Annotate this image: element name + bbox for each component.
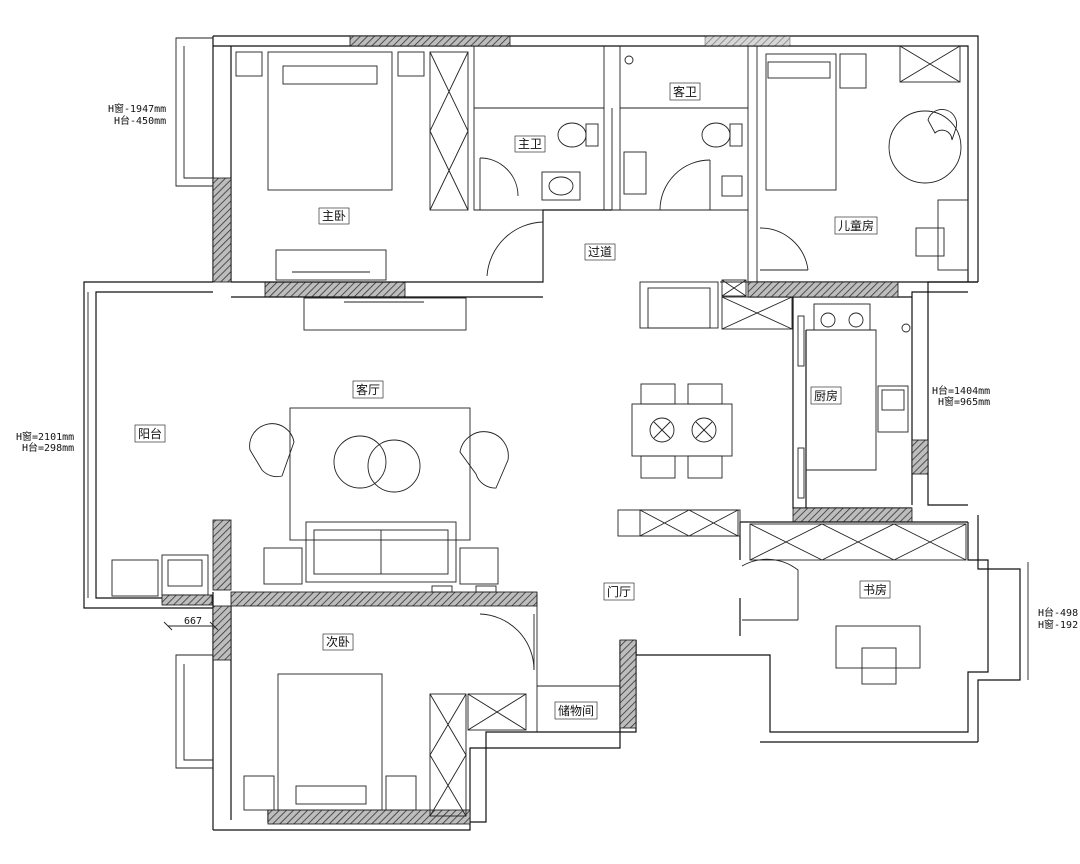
label-master-bath: 主卫 [518, 137, 542, 151]
label-frame [514, 135, 546, 153]
kids-wardrobe [899, 45, 961, 83]
label-storage: 储物间 [558, 703, 594, 718]
note-master-window-2: H台-450mm [114, 114, 166, 127]
note-kitchen-2: H窗=965mm [938, 395, 990, 408]
label-frame [810, 386, 842, 405]
note-balcony-1: H窗=2101mm [16, 430, 74, 443]
furniture [111, 45, 969, 817]
dining-table [631, 383, 733, 479]
label-kids-room: 儿童房 [838, 218, 874, 233]
label-balcony: 阳台 [138, 426, 162, 441]
room-labels: 主卧 主卫 客卫 儿童房 过道 客厅 阳台 厨房 次卧 门厅 储物间 书房 [134, 82, 891, 720]
label-living-room: 客厅 [356, 382, 380, 397]
note-balcony-2: H台=298mm [22, 441, 74, 454]
label-foyer: 门厅 [607, 584, 631, 599]
label-kitchen: 厨房 [814, 388, 838, 403]
height-notes: H窗-1947mm H台-450mm H窗=2101mm H台=298mm H台… [16, 102, 1078, 631]
label-guest-bath: 客卫 [673, 84, 697, 99]
dimension-label: 667 [184, 616, 202, 627]
label-frame [859, 580, 891, 599]
study-bookshelf [749, 523, 967, 561]
label-corridor: 过道 [588, 245, 612, 259]
label-study: 书房 [863, 582, 887, 597]
note-kitchen-1: H台=1404mm [932, 384, 990, 397]
label-frame [584, 243, 616, 261]
master-bed [267, 51, 393, 191]
second-wardrobe [429, 693, 467, 817]
label-frame [834, 216, 878, 235]
label-frame [352, 380, 384, 399]
note-study-2: H窗-192 [1038, 618, 1078, 631]
second-bed [277, 673, 383, 811]
exterior-walls [83, 35, 1029, 831]
label-second-bedroom: 次卧 [326, 635, 350, 649]
label-frame [554, 701, 598, 720]
interior-walls [230, 46, 978, 732]
label-frame [318, 207, 350, 225]
label-frame [603, 582, 635, 601]
note-study-1: H台-498 [1038, 606, 1078, 619]
label-master-bedroom: 主卧 [322, 209, 346, 223]
label-frame [134, 424, 166, 443]
note-master-window-1: H窗-1947mm [108, 102, 166, 115]
sofa [305, 521, 457, 583]
label-frame [669, 82, 701, 101]
master-wardrobe [429, 51, 469, 211]
label-frame [322, 633, 354, 651]
